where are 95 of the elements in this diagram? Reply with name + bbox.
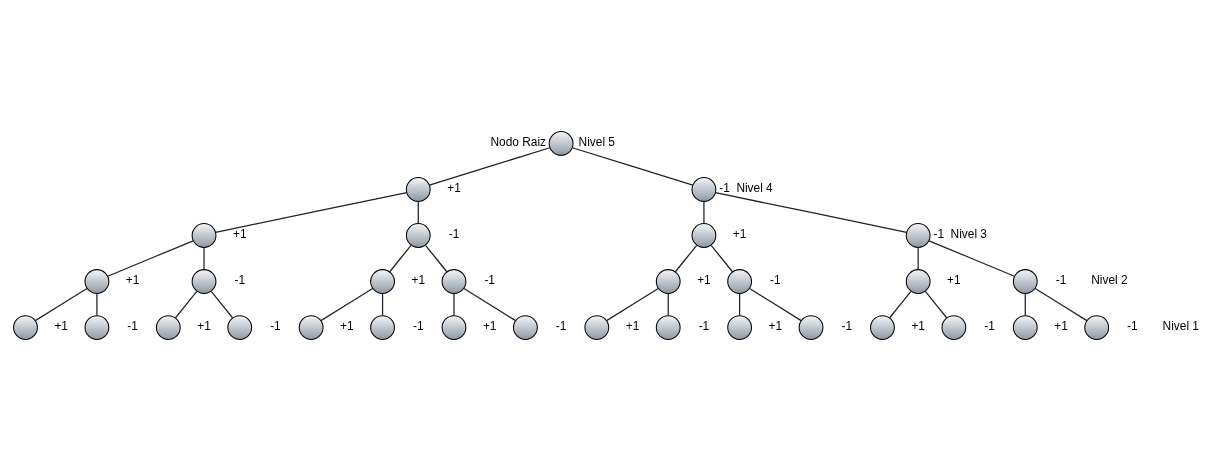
connector	[571, 147, 694, 186]
node-label: +1	[768, 319, 783, 334]
connector	[453, 292, 455, 317]
connector	[889, 290, 912, 319]
node-circle	[227, 315, 253, 340]
node-label: +1	[411, 273, 426, 288]
connector	[714, 192, 908, 233]
connector	[210, 290, 234, 319]
node-label: +1	[625, 319, 640, 334]
node-label: -1	[412, 319, 424, 334]
node-circle	[441, 269, 467, 294]
connector	[667, 292, 669, 317]
connector	[924, 290, 948, 319]
node-circle	[798, 315, 824, 340]
node-label: -1	[127, 319, 138, 334]
connector	[320, 287, 374, 322]
node-label: +1	[54, 319, 68, 334]
node-circle	[370, 315, 395, 340]
node-label: -1	[698, 319, 710, 334]
node-circle	[905, 223, 931, 248]
node-circle	[655, 269, 681, 294]
node-circle	[512, 315, 538, 340]
node-label: -1	[984, 319, 995, 334]
node-label: +1	[1054, 319, 1068, 334]
node-label: +1	[197, 319, 211, 334]
node-label: -1	[1055, 273, 1067, 288]
node-circle	[691, 177, 717, 202]
connector	[203, 246, 205, 270]
node-label: -1 Nivel 3	[933, 227, 987, 242]
node-circle	[370, 269, 395, 294]
node-label: +1	[947, 273, 961, 288]
node-label: -1	[448, 227, 460, 242]
node-circle	[727, 269, 753, 294]
node-label: Nivel 5	[578, 135, 615, 150]
node-circle	[84, 315, 110, 340]
node-label: -1	[1127, 319, 1138, 334]
node-circle	[1012, 315, 1038, 340]
connector	[703, 200, 705, 224]
connector	[34, 287, 88, 322]
connector	[174, 290, 198, 319]
node-label: -1	[234, 273, 246, 288]
node-circle	[191, 223, 217, 248]
node-label: -1 Nivel 4	[719, 181, 773, 196]
connector	[417, 200, 419, 224]
node-circle	[405, 177, 431, 202]
node-circle	[548, 131, 574, 156]
connector	[748, 287, 802, 322]
node-circle	[941, 315, 967, 340]
connector	[1024, 292, 1026, 317]
node-circle	[191, 269, 217, 294]
node-label: -1	[270, 319, 281, 334]
node-label: +1	[911, 319, 925, 334]
node-circle	[441, 315, 467, 340]
connector	[424, 244, 448, 273]
connector	[107, 240, 194, 277]
node-label: +1	[125, 273, 140, 288]
node-label: +1	[697, 273, 711, 288]
node-circle	[1012, 269, 1038, 294]
connector	[389, 244, 412, 273]
node-label: -1	[841, 319, 853, 334]
node-label: -1	[484, 273, 495, 288]
node-label: -1	[770, 273, 781, 288]
node-circle	[691, 223, 717, 248]
connector	[928, 240, 1016, 277]
label: Nivel 1	[1162, 319, 1199, 334]
label: Nivel 2	[1091, 273, 1128, 288]
node-circle	[727, 315, 753, 340]
node-label: +1	[732, 227, 747, 242]
connector	[428, 147, 551, 186]
node-label: +1	[340, 319, 354, 334]
node-label: +1	[447, 181, 461, 196]
node-circle	[155, 315, 181, 340]
node-circle	[870, 315, 895, 340]
node-circle	[405, 223, 431, 248]
connector	[381, 292, 384, 317]
node-circle	[1084, 315, 1110, 340]
connector	[606, 287, 659, 322]
connector	[739, 292, 741, 317]
connector	[917, 246, 919, 270]
node-label: Nodo Raiz	[490, 135, 547, 150]
node-label: -1	[555, 319, 567, 334]
connector	[96, 292, 98, 317]
connector	[1034, 287, 1088, 322]
node-circle	[905, 269, 931, 294]
node-circle	[13, 315, 38, 340]
connector	[674, 244, 698, 273]
connector	[463, 287, 517, 322]
node-label: +1	[232, 227, 247, 242]
node-label: +1	[482, 319, 497, 334]
connector	[214, 192, 408, 233]
node-circle	[584, 315, 610, 340]
node-circle	[655, 315, 681, 340]
node-circle	[298, 315, 324, 340]
connector	[710, 244, 734, 273]
node-circle	[84, 269, 110, 294]
